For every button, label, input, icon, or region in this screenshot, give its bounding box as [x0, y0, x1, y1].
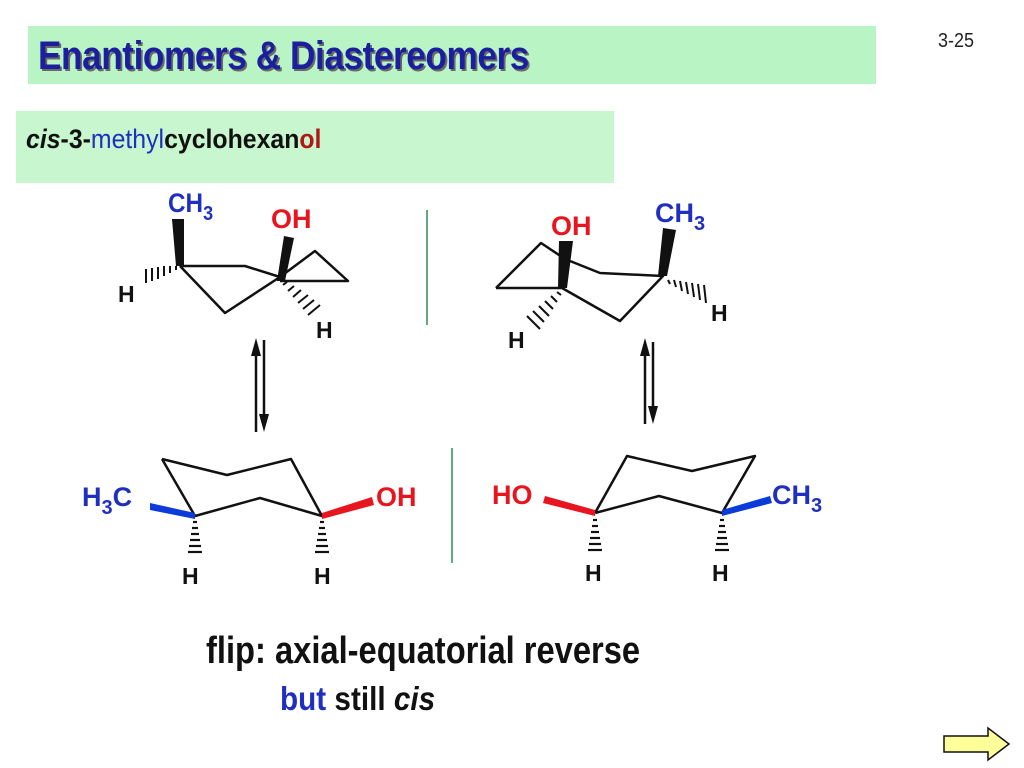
hydroxyl-label: OH: [551, 211, 592, 241]
slide-number: 3-25: [938, 30, 975, 52]
title-bar: [28, 26, 876, 84]
methyl-wedge: [722, 496, 772, 516]
hydroxyl-label: OH: [271, 204, 312, 234]
hydroxyl-label: OH: [376, 482, 417, 512]
equilibrium-arrows-icon: [251, 338, 269, 432]
ring-bonds: [593, 454, 757, 515]
hydrogen-label: H: [711, 300, 728, 326]
wedge-bond: [172, 219, 184, 266]
hydroxyl-wedge: [543, 496, 595, 516]
hydrogen-label: H: [585, 560, 602, 586]
hydrogen-label: H: [118, 281, 135, 307]
equilibrium-arrows-icon: [640, 338, 658, 424]
slide-title: Enantiomers & Diastereomers: [38, 34, 529, 78]
caption-cis: cis: [393, 680, 436, 717]
hydrogen-label: H: [316, 317, 333, 343]
hydrogen-label: H: [712, 560, 729, 586]
caption-still: still: [326, 680, 394, 717]
hash-bond: [588, 518, 602, 552]
wedge-bond: [277, 236, 294, 281]
ring-bonds-left: [495, 241, 566, 289]
methyl-label: CH3: [655, 198, 705, 235]
hydrogen-label: H: [314, 563, 331, 589]
next-arrow-icon: [943, 726, 1011, 762]
compound-locant: -3-: [60, 124, 91, 154]
caption-but: but: [280, 680, 327, 717]
chair-top-right: [495, 241, 665, 323]
wedge-bond: [558, 241, 573, 288]
compound-substituent: methyl: [90, 124, 165, 154]
caption-line-2: but still cis: [280, 680, 435, 718]
compound-prefix: cis: [26, 124, 61, 154]
hash-bond: [667, 279, 707, 304]
methyl-wedge: [150, 503, 195, 519]
next-slide-button[interactable]: [942, 726, 1012, 762]
hash-bond: [715, 518, 729, 552]
methyl-label: H3C: [82, 482, 132, 519]
compound-name-box: [16, 111, 614, 183]
ring-bonds: [160, 457, 324, 518]
chair-bottom-left: [160, 457, 324, 518]
hydroxyl-label: HO: [492, 480, 533, 510]
chair-bottom-right: [593, 454, 757, 515]
compound-suffix: ol: [299, 124, 322, 154]
caption-line-1: flip: axial-equatorial reverse: [206, 630, 641, 672]
compound-parent: cyclohexan: [164, 124, 300, 154]
hash-bond: [315, 520, 329, 554]
hash-bond: [282, 281, 321, 316]
ring-bonds-right: [279, 249, 350, 283]
methyl-label: CH3: [772, 480, 822, 517]
hash-bond: [188, 520, 202, 554]
hash-bond: [526, 291, 562, 330]
compound-name: cis-3-methylcyclohexanol: [26, 124, 321, 155]
ring-bonds: [179, 264, 282, 315]
methyl-label: CH3: [168, 189, 213, 225]
chair-top-left: [179, 249, 350, 315]
ring-bonds: [496, 257, 665, 323]
hydrogen-label: H: [182, 563, 199, 589]
hydrogen-label: H: [508, 327, 525, 353]
hydroxyl-wedge: [322, 497, 374, 519]
hash-bond: [145, 266, 177, 283]
wedge-bond: [658, 228, 676, 276]
